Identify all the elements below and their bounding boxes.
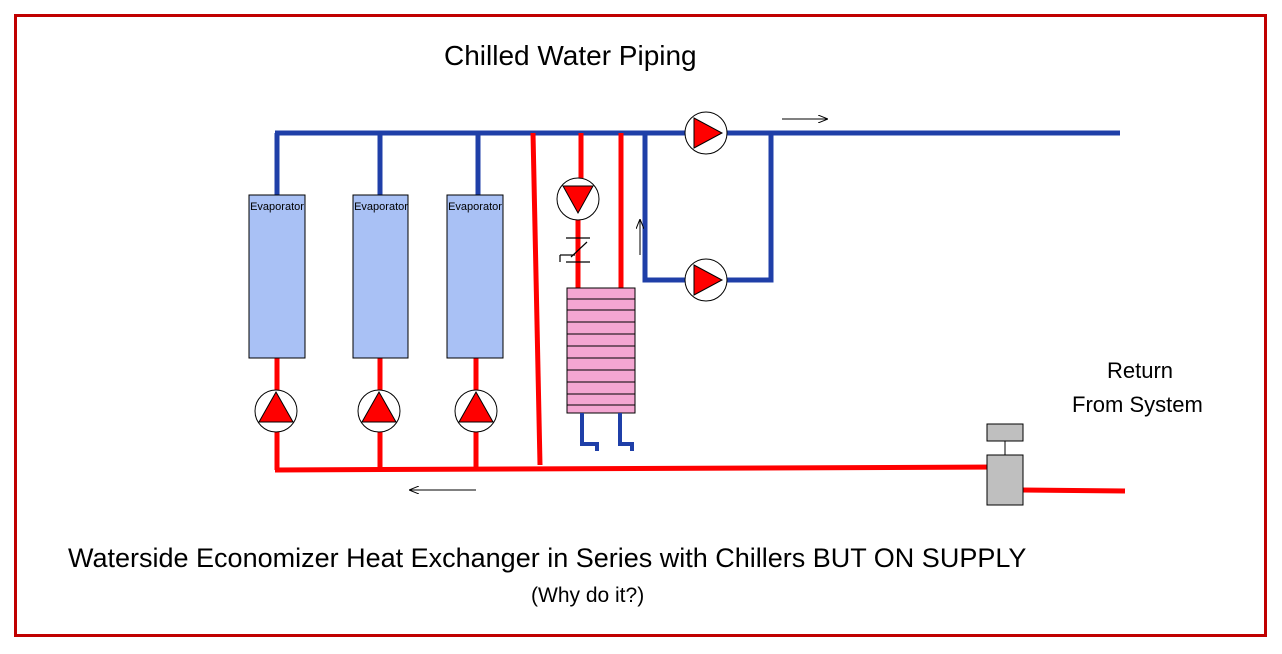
pump-icon — [254, 389, 298, 433]
diagram-subcaption: (Why do it?) — [531, 584, 645, 607]
pump-icon — [454, 389, 498, 433]
evaporator-label: Evaporator — [250, 201, 304, 213]
pump-icon — [684, 258, 728, 302]
control-valve-icon — [986, 423, 1024, 506]
return-label: Return — [1107, 358, 1174, 383]
flow-arrow-icon — [410, 119, 827, 490]
pump-icon — [357, 389, 401, 433]
diagram-frame — [14, 14, 1267, 637]
pump-icon — [684, 111, 728, 155]
condenser-water-stubs — [580, 413, 634, 451]
diagram-caption: Waterside Economizer Heat Exchanger in S… — [68, 543, 1027, 573]
heat-exchanger-icon — [566, 287, 636, 414]
return-label-line2: From System — [1072, 392, 1203, 417]
evaporator-1 — [248, 194, 306, 359]
diagram-title: Chilled Water Piping — [444, 40, 697, 71]
evaporator-3 — [446, 194, 504, 359]
pump-icon — [556, 177, 600, 221]
evaporator-2 — [352, 194, 409, 359]
return-piping — [274, 132, 1126, 494]
check-valve-icon — [559, 237, 590, 263]
evaporator-label: Evaporator — [354, 201, 408, 213]
evaporator-label: Evaporator — [448, 201, 502, 213]
